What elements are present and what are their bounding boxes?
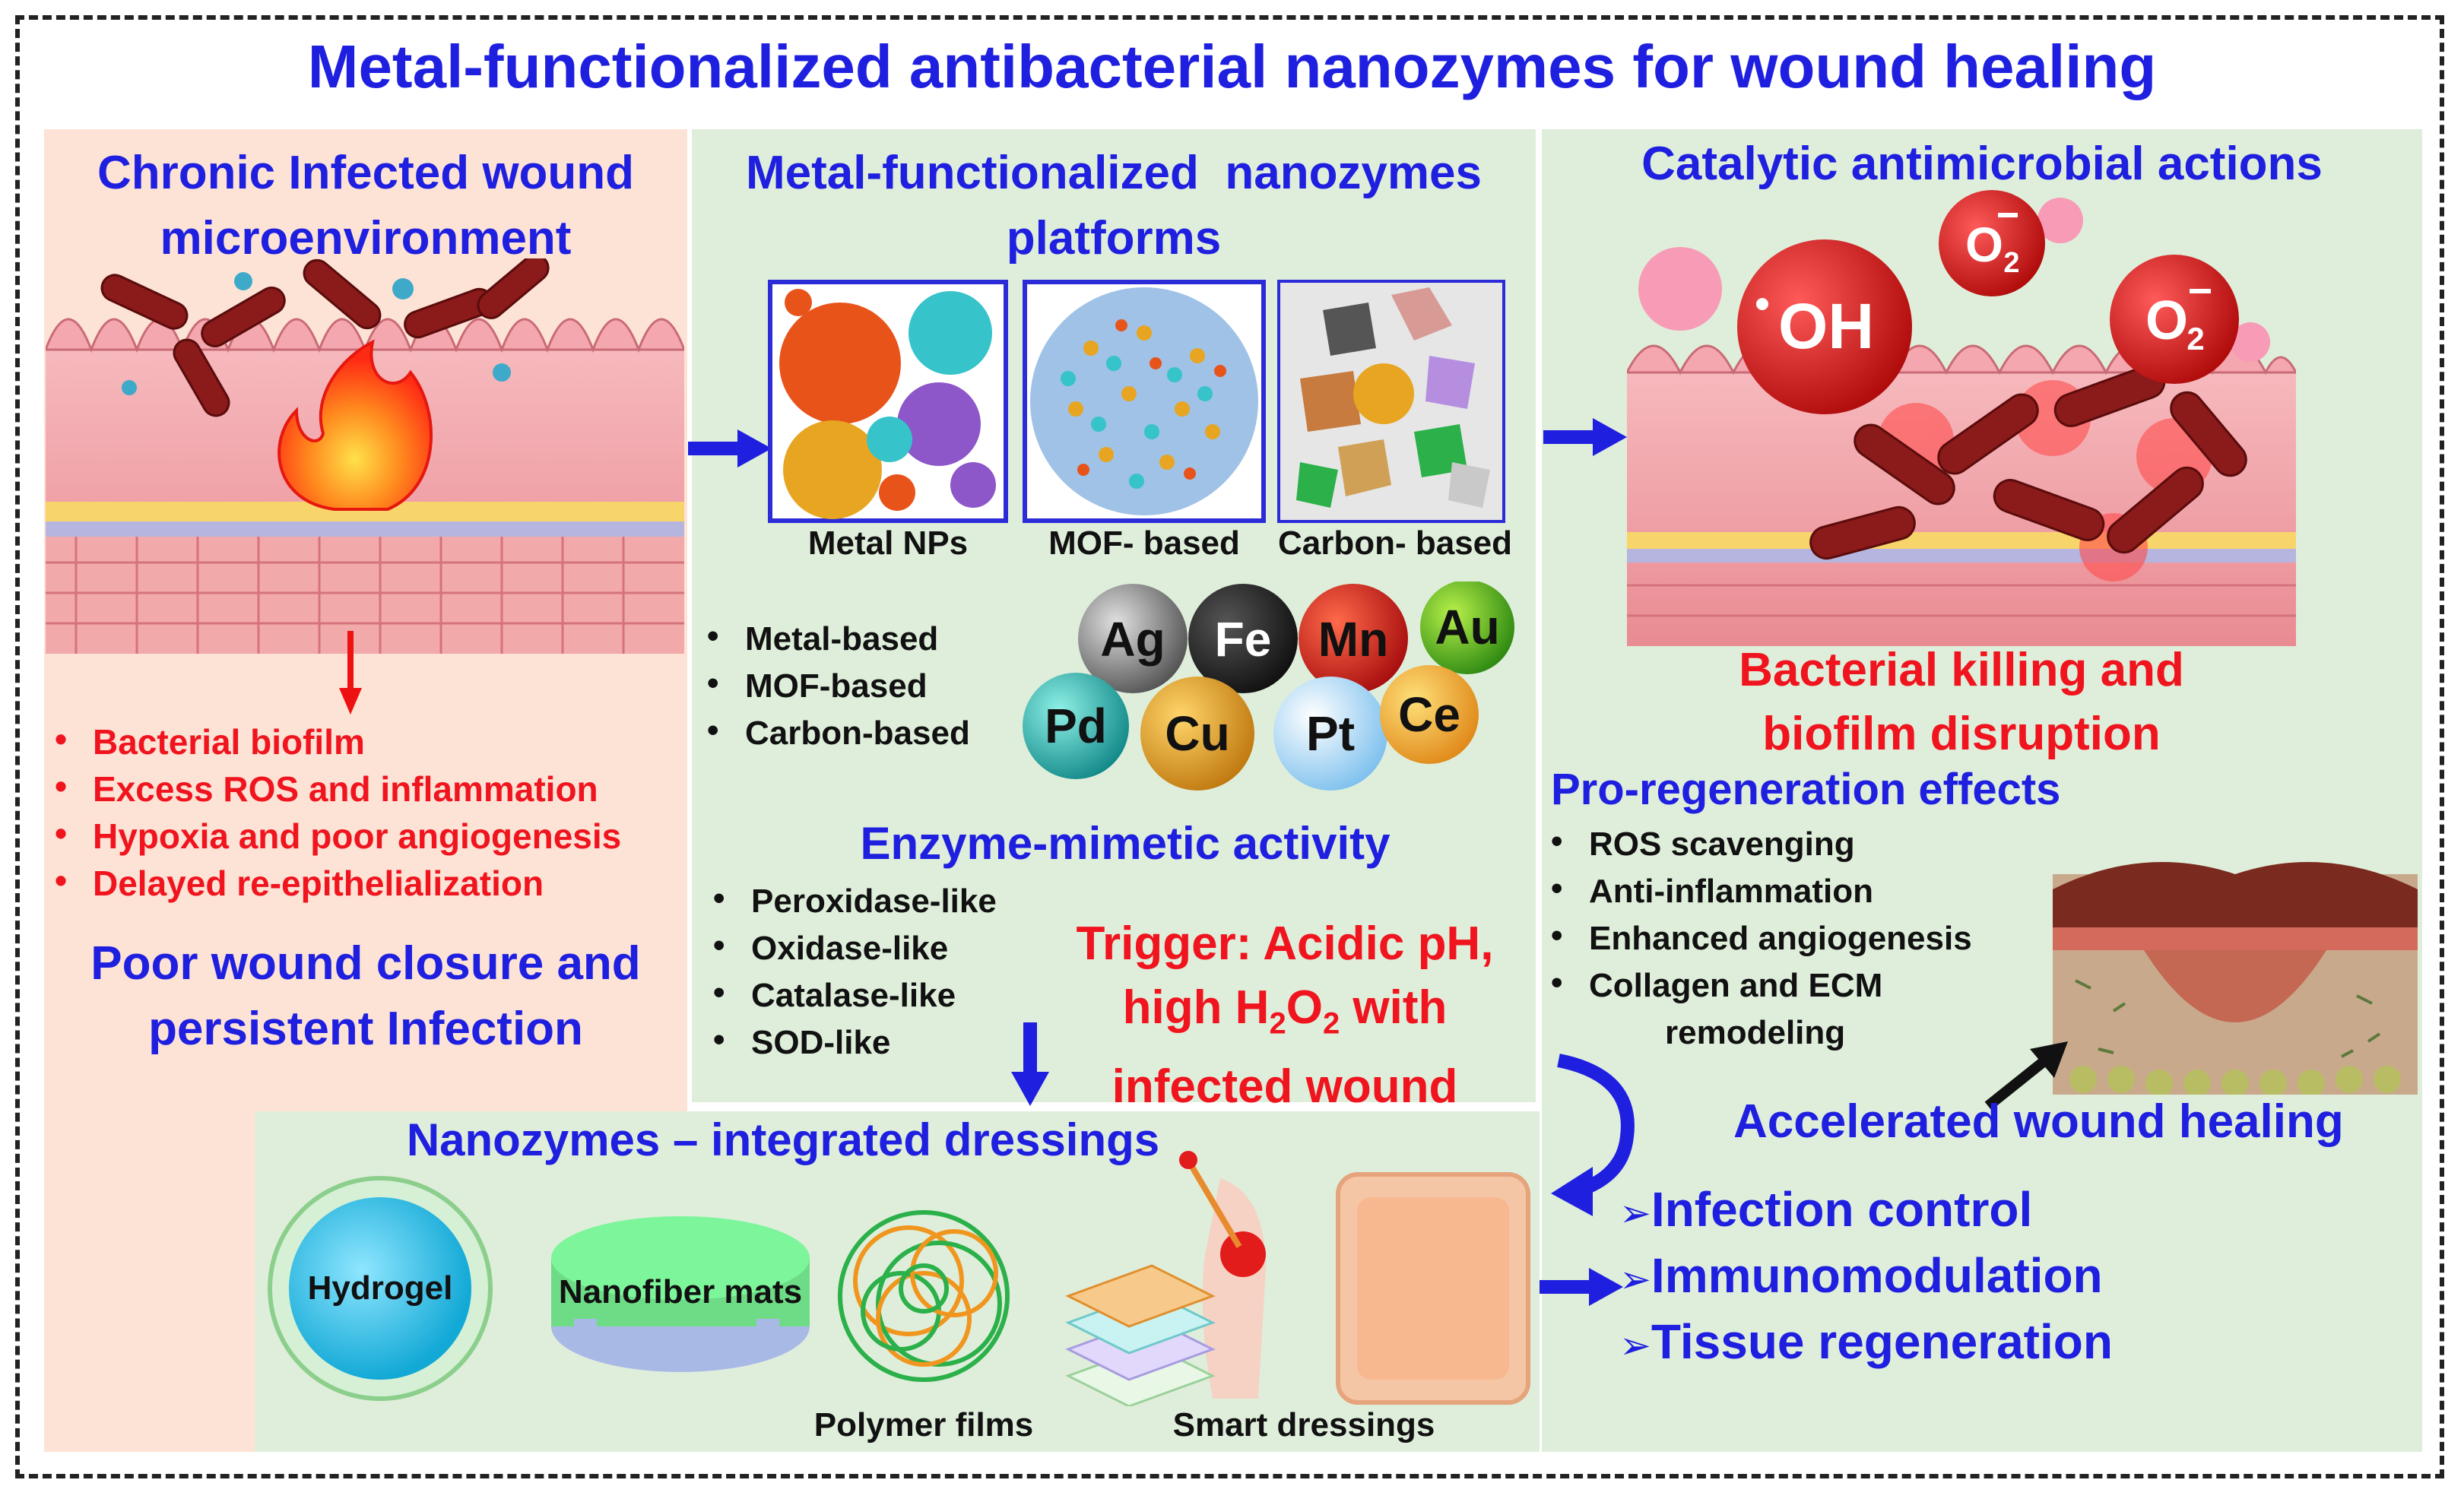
polymer-films-image — [838, 1210, 1010, 1382]
activity-item: Oxidase-like — [706, 922, 997, 972]
metal-label: Pd — [1045, 699, 1107, 753]
regen-item: ROS scavenging — [1543, 818, 1972, 868]
left-bullet: Delayed re-epithelialization — [47, 857, 621, 907]
outcome-item: ➢Immunomodulation — [1619, 1248, 2103, 1303]
trigger-line2: high H2O2 with — [1122, 981, 1448, 1041]
sphere-pd — [1023, 673, 1129, 779]
activity-item: Catalase-like — [706, 969, 997, 1019]
sphere-ag — [1078, 584, 1188, 693]
trigger-line3: infected wound — [1111, 1060, 1458, 1114]
type-item: Metal-based — [699, 613, 970, 663]
regen-list: ROS scavenging Anti-inflammation Enhance… — [1543, 818, 1972, 1057]
left-heading-line2: microenvironment — [160, 212, 572, 265]
arrow-left-to-middle — [688, 429, 772, 467]
activity-item: Peroxidase-like — [706, 875, 997, 925]
dressing-label: Smart dressings — [1172, 1406, 1435, 1444]
curved-arrow — [1551, 1054, 1635, 1216]
metal-label: Fe — [1215, 612, 1272, 667]
metal-label: Au — [1435, 600, 1499, 654]
metal-spheres: Ag Fe Mn Au Pd Cu Pt Ce — [1023, 582, 1514, 791]
type-item: Carbon-based — [699, 707, 970, 757]
healing-label: Accelerated wound healing — [1733, 1095, 2344, 1148]
left-bullet: Bacterial biofilm — [47, 715, 621, 765]
left-bullet: Hypoxia and poor angiogenesis — [47, 810, 621, 860]
arrow-middle-down — [1011, 1022, 1049, 1106]
type-item: MOF-based — [699, 660, 970, 710]
trigger-line1: Trigger: Acidic pH, — [1076, 917, 1494, 970]
arrow-middle-to-right — [1543, 418, 1627, 456]
sphere-cu — [1140, 677, 1254, 791]
ros-oh — [1737, 239, 1912, 414]
nanofiber-mats-image — [551, 1216, 810, 1372]
killing-line2: biofilm disruption — [1762, 708, 2161, 760]
radical-label: 2 — [2187, 321, 2204, 357]
dressing-label: Polymer films — [813, 1406, 1034, 1444]
sphere-ce — [1380, 665, 1479, 764]
activity-heading: Enzyme-mimetic activity — [860, 818, 1391, 869]
dressings-heading: Nanozymes – integrated dressings — [406, 1114, 1160, 1165]
left-bullet: Excess ROS and inflammation — [47, 762, 621, 813]
platform-label: Carbon- based — [1277, 524, 1513, 562]
platform-label: Metal NPs — [807, 524, 969, 562]
metal-nps-image — [768, 280, 1008, 523]
sphere-mn — [1299, 584, 1408, 693]
ros-o2-top — [1939, 190, 2045, 296]
radical-label: O — [1965, 217, 2003, 272]
sphere-au — [1420, 582, 1514, 674]
hydrogel-image — [268, 1176, 493, 1401]
middle-heading: Metal-functionalized nanozymes platforms — [692, 141, 1536, 271]
left-bullets: Bacterial biofilm Excess ROS and inflamm… — [47, 715, 621, 907]
metal-label: Pt — [1306, 706, 1355, 761]
metal-label: Cu — [1165, 706, 1229, 761]
regen-item: Anti-inflammation — [1543, 865, 1972, 915]
dressing-label: Hydrogel — [307, 1269, 453, 1307]
regen-item: remodeling — [1665, 1014, 1846, 1051]
regen-item: Enhanced angiogenesis — [1543, 912, 1972, 962]
metal-label: Ce — [1398, 687, 1460, 742]
outer-frame — [15, 15, 2444, 1478]
ros-o2-right — [2110, 255, 2239, 384]
catalytic-action-illustration: OH O 2 O 2 — [1627, 190, 2296, 646]
killing-line1: Bacterial killing and — [1739, 644, 2184, 696]
left-heading: Chronic Infected wound microenvironment — [44, 141, 687, 271]
outcome-item: ➢Tissue regeneration — [1619, 1314, 2113, 1369]
regen-item: Collagen and ECM — [1543, 959, 1972, 1009]
activity-list: Peroxidase-like Oxidase-like Catalase-li… — [706, 875, 997, 1066]
chronic-wound-illustration — [46, 258, 684, 654]
radical-label: O — [2145, 290, 2188, 351]
patch-dressing-image — [1336, 1172, 1530, 1405]
down-arrow-red — [339, 631, 362, 715]
sphere-fe — [1188, 584, 1298, 693]
carbon-based-image — [1277, 280, 1505, 523]
radical-label: OH — [1778, 290, 1874, 362]
middle-heading-line1: Metal-functionalized nanozymes — [745, 147, 1483, 199]
metal-label: Mn — [1318, 612, 1388, 667]
outcome-item: ➢Infection control — [1619, 1182, 2033, 1237]
outcomes-list: ➢Infection control ➢Immunomodulation ➢Ti… — [1619, 1178, 2113, 1377]
smart-dressings-image — [1065, 1151, 1266, 1406]
sphere-pt — [1273, 677, 1387, 791]
activity-item: SOD-like — [706, 1016, 997, 1066]
left-conclusion: Poor wound closure and persistent Infect… — [44, 931, 687, 1062]
figure-title: Metal-functionalized antibacterial nanoz… — [307, 33, 2157, 100]
right-heading: Catalytic antimicrobial actions — [1641, 138, 2323, 190]
mof-based-image — [1023, 280, 1266, 523]
metal-label: Ag — [1100, 612, 1165, 667]
radical-label: 2 — [2003, 247, 2019, 279]
left-conclusion-line2: persistent Infection — [148, 1003, 583, 1055]
killing-text: Bacterial killing and biofilm disruption — [1627, 639, 2296, 766]
arrow-dressings-to-outcomes — [1540, 1268, 1623, 1306]
healed-skin-image — [2053, 862, 2418, 1095]
platform-label: MOF- based — [1048, 524, 1240, 562]
middle-heading-line2: platforms — [1006, 212, 1222, 265]
regen-heading: Pro-regeneration effects — [1551, 765, 2061, 814]
left-conclusion-line1: Poor wound closure and — [90, 937, 641, 990]
arrow-to-healed-skin — [1984, 1041, 2068, 1110]
nanozyme-types: Metal-based MOF-based Carbon-based — [699, 613, 970, 757]
dressing-label: Nanofiber mats — [558, 1273, 803, 1310]
left-heading-line1: Chronic Infected wound — [97, 147, 635, 199]
trigger-text: Trigger: Acidic pH, high H2O2 with infec… — [1042, 912, 1528, 1119]
